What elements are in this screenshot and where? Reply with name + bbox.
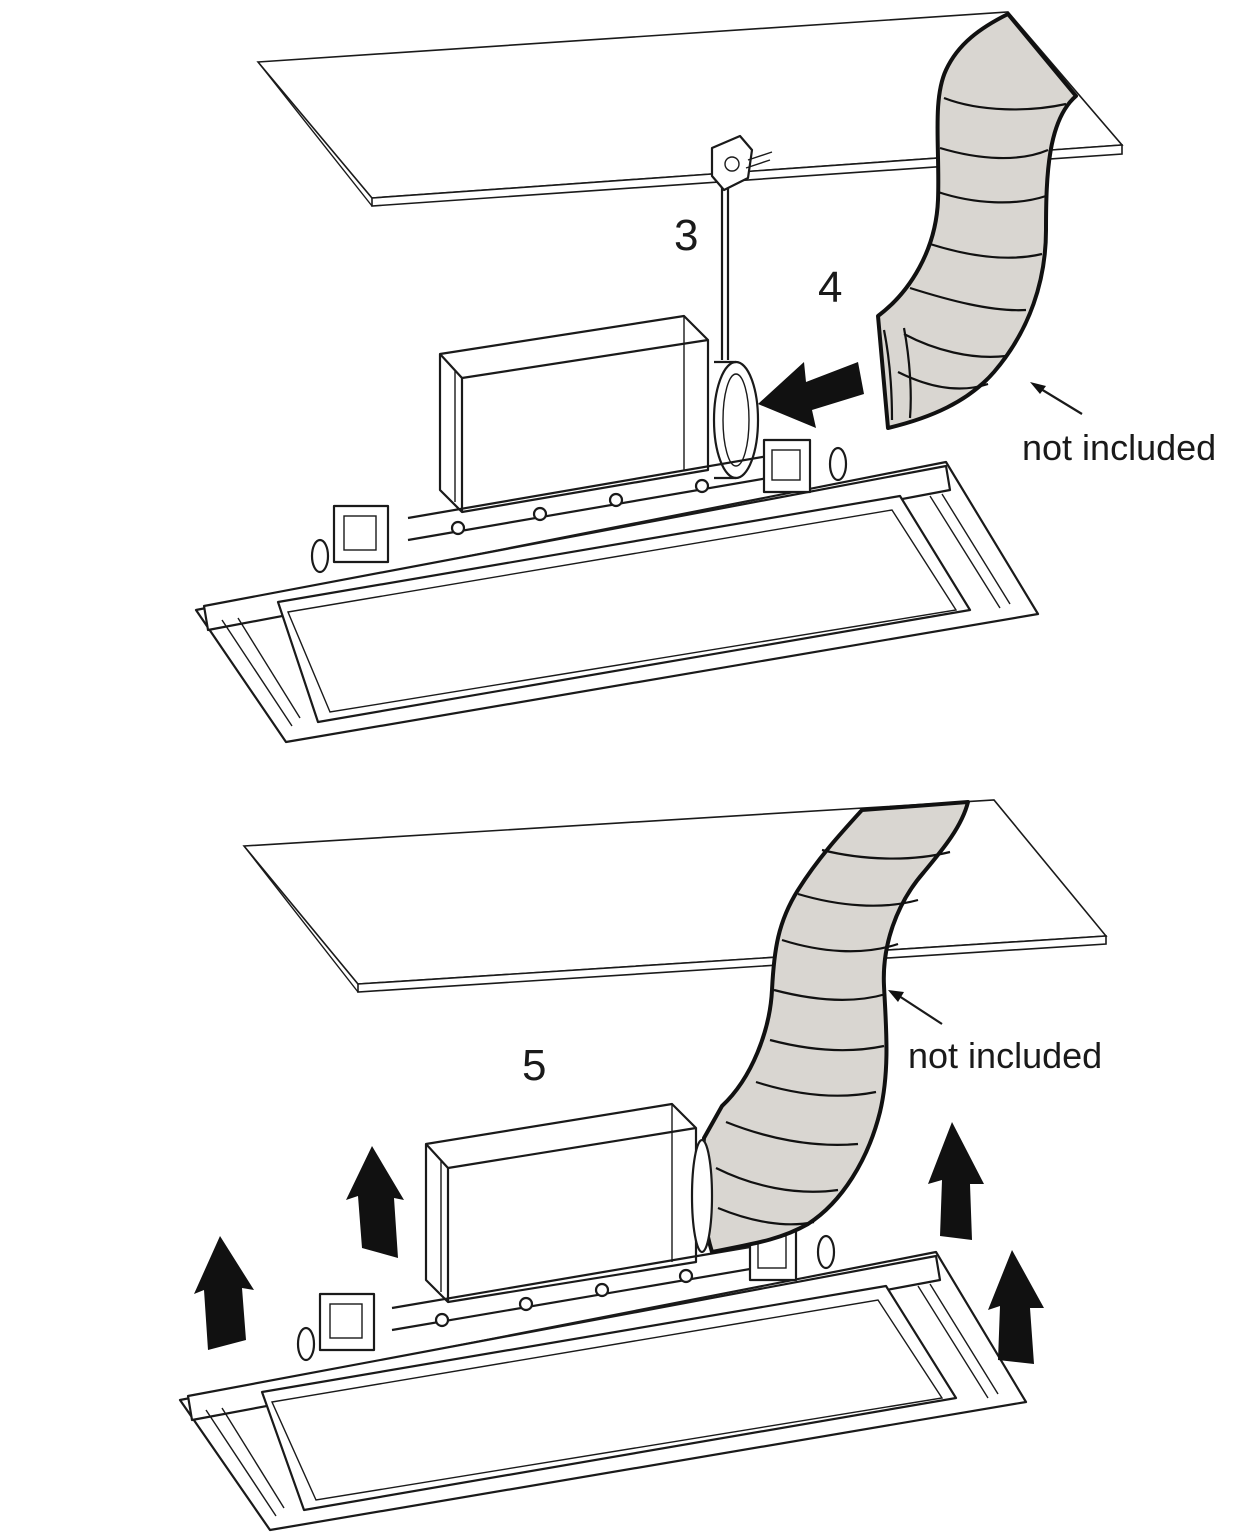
- mounting-bracket-right: [762, 438, 848, 494]
- screw-icon: [434, 1312, 450, 1328]
- insert-arrow-icon: [758, 362, 864, 428]
- motor-housing-bottom: [424, 1102, 698, 1304]
- flexible-duct-top: [876, 12, 1078, 430]
- frame-bottom: [178, 1224, 1028, 1532]
- mounting-bracket-left: [310, 504, 390, 574]
- plug-icon: [710, 134, 773, 192]
- step-number-raise: 5: [522, 1041, 546, 1090]
- note-pointer-top: [1030, 382, 1083, 415]
- ceiling-panel-bottom: [242, 799, 1108, 993]
- lift-arrow-icon: [928, 1122, 984, 1240]
- screw-icon: [532, 506, 548, 522]
- flexible-duct-bottom: [690, 800, 970, 1254]
- lift-arrow-icon: [346, 1146, 404, 1258]
- screw-icon: [694, 478, 710, 494]
- note-pointer-bottom: [888, 990, 943, 1025]
- duct-collar-top: [712, 360, 760, 480]
- figure-bottom: 5 not included: [178, 799, 1108, 1532]
- screw-icon: [518, 1296, 534, 1312]
- screw-icon: [678, 1268, 694, 1284]
- ceiling-panel-top: [256, 11, 1124, 207]
- step-number-cable: 3: [674, 211, 698, 260]
- screw-icon: [594, 1282, 610, 1298]
- screw-icon: [450, 520, 466, 536]
- power-cable: [710, 134, 773, 360]
- mounting-bracket-left: [296, 1292, 376, 1362]
- frame-top: [194, 438, 1040, 744]
- lift-arrow-icon: [194, 1236, 254, 1350]
- not-included-note-top: not included: [1022, 427, 1216, 468]
- lift-arrow-icon: [988, 1250, 1044, 1364]
- not-included-note-bottom: not included: [908, 1035, 1102, 1076]
- step-number-duct: 4: [818, 263, 842, 312]
- motor-housing-top: [438, 314, 710, 514]
- screw-icon: [608, 492, 624, 508]
- figure-top: 3 4 not included: [194, 11, 1216, 744]
